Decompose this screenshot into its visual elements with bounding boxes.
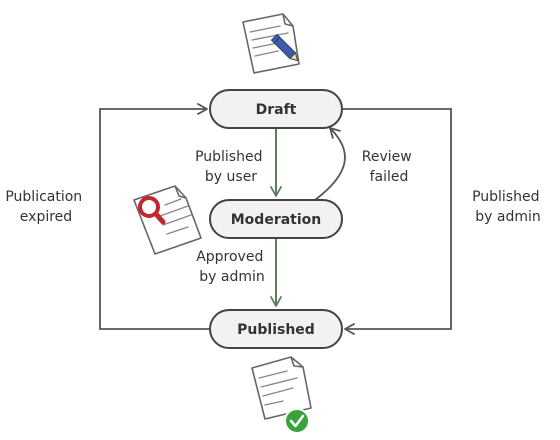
label-published-by-user: Published by user bbox=[195, 149, 267, 185]
edge-review-failed bbox=[314, 127, 346, 201]
state-published: Published bbox=[209, 309, 343, 349]
label-review-failed: Review failed bbox=[362, 149, 416, 185]
state-published-label: Published bbox=[237, 322, 315, 338]
state-draft-label: Draft bbox=[256, 102, 297, 118]
edge-publication-expired bbox=[99, 103, 210, 330]
document-checkmark-icon bbox=[251, 356, 312, 434]
edge-published-by-admin bbox=[342, 108, 452, 335]
label-published-by-admin: Published by admin bbox=[472, 189, 544, 225]
label-approved-by-admin: Approved by admin bbox=[196, 249, 268, 285]
state-moderation: Moderation bbox=[209, 199, 343, 239]
state-moderation-label: Moderation bbox=[231, 212, 322, 228]
document-pencil-icon bbox=[242, 13, 300, 74]
label-publication-expired: Publication expired bbox=[5, 189, 86, 225]
document-magnifier-icon bbox=[133, 185, 202, 255]
state-draft: Draft bbox=[209, 89, 343, 129]
